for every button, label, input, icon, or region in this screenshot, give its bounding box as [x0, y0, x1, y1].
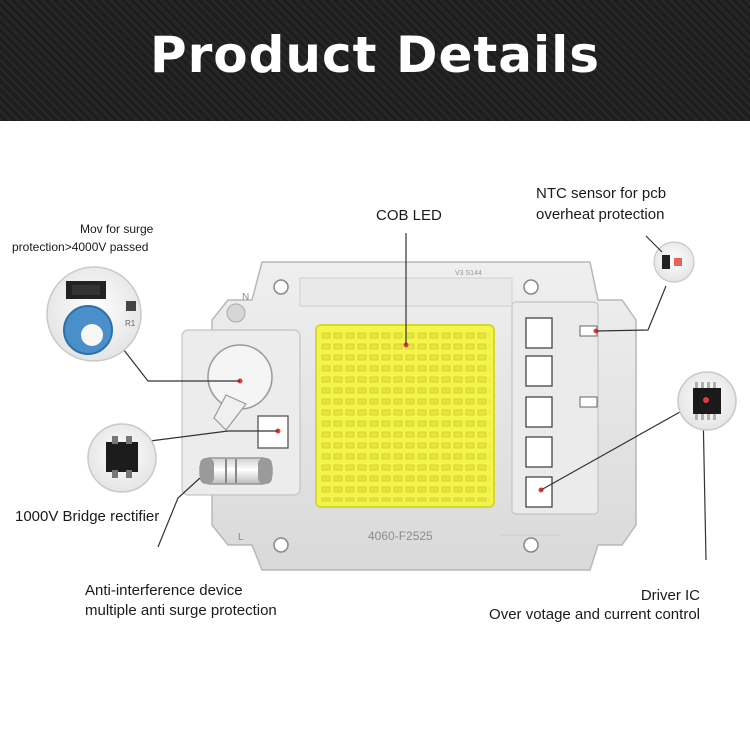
label-rectifier: 1000V Bridge rectifier [15, 508, 160, 525]
label-mov-line1: Mov for surge [80, 222, 154, 236]
label-anti-line1: Anti-interference device [85, 582, 243, 599]
mounting-hole [523, 537, 539, 553]
anti-interference-resistor [199, 457, 273, 485]
rectifier-pad [257, 415, 289, 449]
label-ntc-line2: overheat protection [536, 206, 665, 223]
label-driver-line2: Over votage and current control [489, 606, 700, 623]
header-banner: Product Details [0, 0, 750, 121]
board-model: 4060-F2525 [368, 529, 433, 543]
mov-disc [207, 344, 273, 431]
driver-pads [525, 317, 553, 508]
label-mov-line2: protection>4000V passed [12, 240, 149, 254]
banner-title: Product Details [149, 26, 601, 84]
zoom-ntc [645, 235, 695, 283]
label-driver-line1: Driver IC [640, 587, 700, 604]
mounting-hole [273, 537, 289, 553]
label-ntc-line1: NTC sensor for pcb [536, 185, 667, 202]
silk-n: N [242, 292, 249, 303]
silk-small: V3 S144 [455, 270, 482, 277]
silk-l: L [238, 532, 244, 543]
leader-lines [119, 233, 707, 561]
zoom-silk-r1: R1 [125, 319, 136, 328]
mounting-hole [523, 279, 539, 295]
zoom-mov: R1 [46, 266, 142, 362]
label-anti-line2: multiple anti surge protection [85, 602, 277, 619]
zoom-rectifier [87, 423, 157, 493]
label-cob-led: COB LED [376, 207, 442, 224]
mounting-hole [273, 279, 289, 295]
zoom-driver-ic [677, 371, 737, 431]
